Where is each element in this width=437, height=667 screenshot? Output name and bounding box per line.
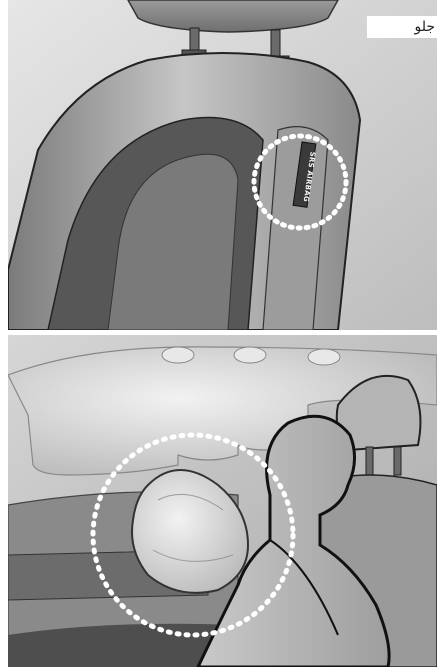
corner-label: جلو [367, 16, 437, 38]
curtain-mount-2 [234, 347, 266, 363]
headrest-post-b [394, 447, 401, 475]
airbag-deployment-illustration [8, 335, 437, 667]
curtain-mount-3 [308, 349, 340, 365]
airbag-drawing [8, 335, 437, 667]
headrest-post-a [366, 447, 373, 475]
seat-drawing: SRS AIRBAG [8, 0, 437, 330]
curtain-mount-1 [162, 347, 194, 363]
seat-illustration: SRS AIRBAG جلو [8, 0, 437, 330]
